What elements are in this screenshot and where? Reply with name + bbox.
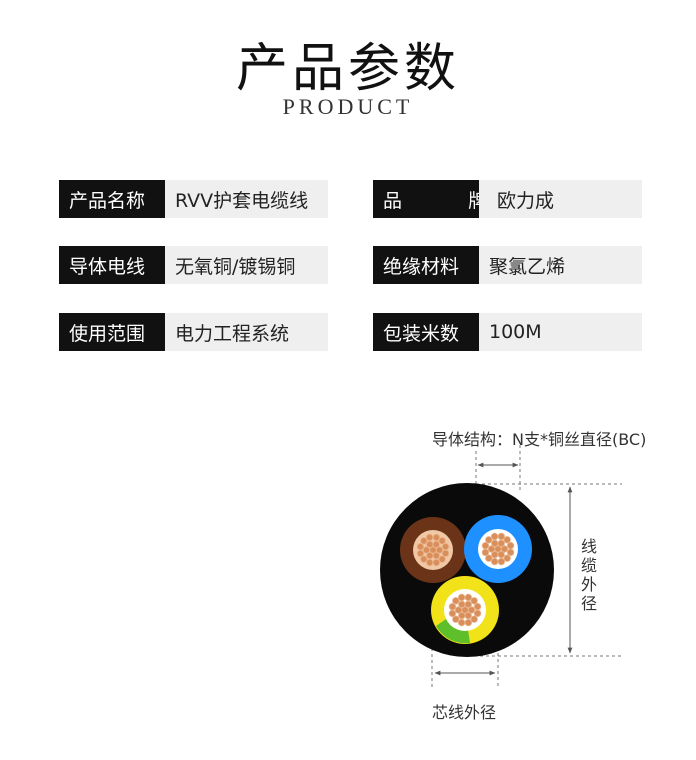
param-label: 使用范围 bbox=[59, 313, 165, 351]
param-label: 品 牌 bbox=[373, 180, 487, 218]
core-brown-conductor bbox=[413, 530, 453, 570]
param-label: 导体电线 bbox=[59, 246, 165, 284]
param-value: 聚氯乙烯 bbox=[479, 246, 642, 284]
copper-strand bbox=[464, 593, 473, 602]
core-outer-diameter-label: 芯线外径 bbox=[432, 703, 497, 722]
copper-strand bbox=[503, 554, 511, 562]
copper-strand bbox=[416, 549, 425, 558]
copper-strand bbox=[461, 606, 469, 614]
core-yellow-insulation bbox=[431, 576, 499, 644]
copper-strand bbox=[473, 609, 482, 618]
param-value: 100M bbox=[479, 313, 642, 351]
param-value: RVV护套电缆线 bbox=[165, 180, 328, 218]
copper-strand bbox=[497, 557, 506, 566]
copper-strand bbox=[497, 532, 506, 541]
copper-strand bbox=[473, 602, 482, 611]
copper-strand bbox=[481, 548, 490, 557]
copper-strand bbox=[491, 539, 499, 548]
param-row-usage: 使用范围 电力工程系统 bbox=[59, 313, 328, 351]
copper-strand bbox=[464, 618, 473, 627]
copper-strand bbox=[432, 551, 440, 560]
copper-strand bbox=[506, 541, 515, 550]
param-row-conductor: 导体电线 无氧铜/镀锡铜 bbox=[59, 246, 328, 284]
copper-strand bbox=[425, 533, 434, 542]
copper-strand bbox=[506, 548, 515, 557]
core-green-stripe bbox=[436, 619, 470, 644]
copper-strand bbox=[438, 555, 446, 563]
copper-strand bbox=[448, 602, 457, 611]
copper-strand bbox=[441, 549, 450, 558]
copper-strand bbox=[425, 558, 434, 567]
param-label: 绝缘材料 bbox=[373, 246, 479, 284]
copper-strand bbox=[457, 618, 466, 627]
param-value: 无氧铜/镀锡铜 bbox=[165, 246, 328, 284]
copper-strand bbox=[422, 546, 431, 554]
cable-outer-diameter-label: 线缆外径 bbox=[580, 537, 597, 613]
copper-strand bbox=[458, 600, 466, 609]
param-label: 产品名称 bbox=[59, 180, 165, 218]
copper-strand bbox=[426, 540, 434, 549]
param-row-brand: 品 牌 欧力成 bbox=[373, 180, 642, 218]
copper-strand bbox=[500, 545, 509, 553]
copper-strand bbox=[448, 609, 457, 618]
copper-strand bbox=[485, 536, 493, 544]
param-value: 欧力成 bbox=[479, 180, 642, 218]
copper-strand bbox=[485, 554, 493, 562]
copper-strand bbox=[494, 545, 502, 553]
copper-strand bbox=[438, 537, 446, 545]
copper-strand bbox=[441, 542, 450, 551]
copper-strand bbox=[429, 546, 437, 554]
param-label: 包装米数 bbox=[373, 313, 479, 351]
copper-strand bbox=[467, 606, 476, 614]
copper-strand bbox=[490, 557, 499, 566]
core-yellow-strands bbox=[448, 593, 482, 627]
copper-strand bbox=[420, 537, 428, 545]
copper-strand bbox=[497, 539, 505, 548]
copper-strand bbox=[452, 615, 460, 623]
copper-strand bbox=[497, 550, 505, 559]
core-blue-conductor bbox=[478, 529, 518, 569]
conductor-structure-label: 导体结构：N支*铜丝直径(BC) bbox=[432, 430, 647, 449]
core-blue-insulation bbox=[464, 515, 532, 583]
copper-strand bbox=[470, 597, 478, 605]
copper-strand bbox=[490, 532, 499, 541]
copper-strand bbox=[432, 558, 441, 567]
copper-strand bbox=[432, 540, 440, 549]
copper-strand bbox=[457, 593, 466, 602]
param-value: 电力工程系统 bbox=[165, 313, 328, 351]
copper-strand bbox=[454, 606, 463, 614]
copper-strand bbox=[420, 555, 428, 563]
copper-strand bbox=[464, 600, 472, 609]
param-row-length: 包装米数 100M bbox=[373, 313, 642, 351]
copper-strand bbox=[432, 533, 441, 542]
copper-strand bbox=[426, 551, 434, 560]
copper-strand bbox=[491, 550, 499, 559]
copper-strand bbox=[481, 541, 490, 550]
core-blue-strands bbox=[481, 532, 515, 566]
copper-strand bbox=[416, 542, 425, 551]
copper-strand bbox=[458, 611, 466, 620]
copper-strand bbox=[452, 597, 460, 605]
page-subtitle: PRODUCT bbox=[282, 94, 414, 119]
core-brown-strands bbox=[416, 533, 450, 567]
copper-strand bbox=[487, 545, 496, 553]
copper-strand bbox=[435, 546, 444, 554]
copper-strand bbox=[464, 611, 472, 620]
core-brown-insulation bbox=[400, 517, 466, 583]
param-row-insulation: 绝缘材料 聚氯乙烯 bbox=[373, 246, 642, 284]
copper-strand bbox=[503, 536, 511, 544]
core-yellow-conductor bbox=[444, 589, 486, 631]
copper-strand bbox=[470, 615, 478, 623]
page-title: 产品参数 bbox=[235, 39, 460, 99]
cable-sheath bbox=[380, 483, 554, 657]
param-row-product-name: 产品名称 RVV护套电缆线 bbox=[59, 180, 328, 218]
